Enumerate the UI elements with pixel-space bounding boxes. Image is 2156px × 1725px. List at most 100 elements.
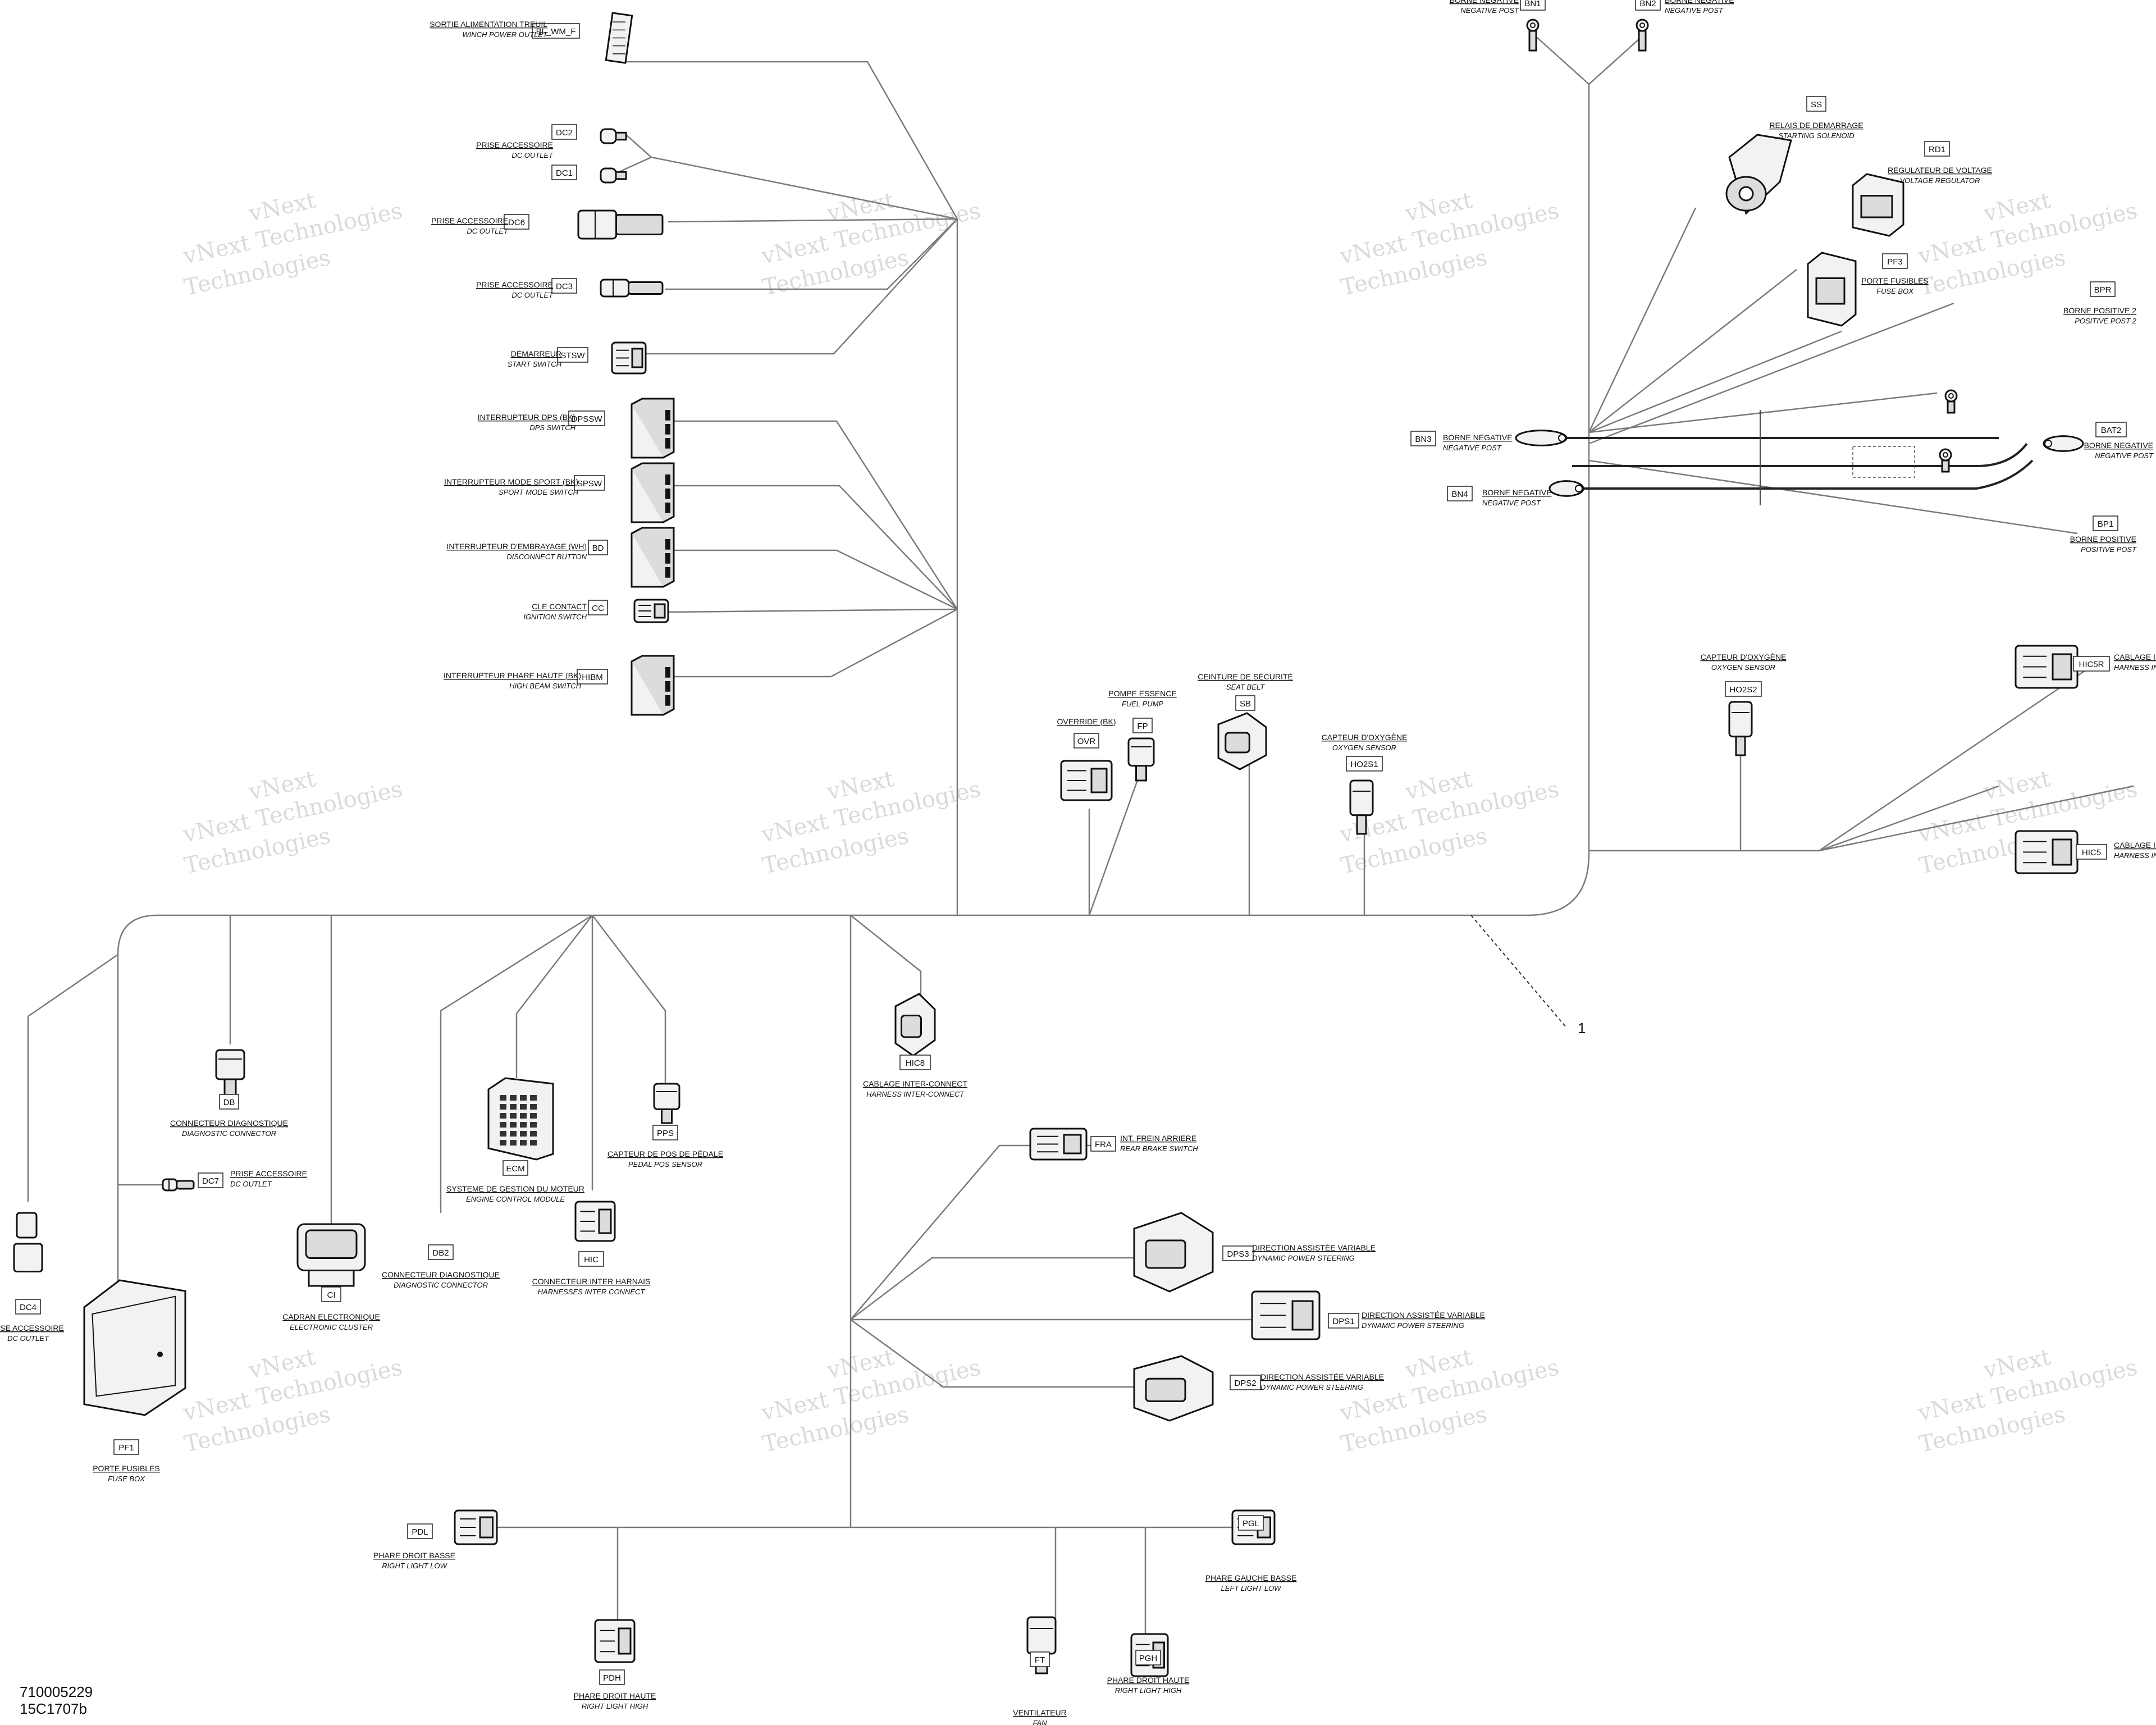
label-french: SORTIE ALIMENTATION TREUIL: [430, 20, 547, 29]
harness-wires: [27, 33, 2134, 1651]
dc4-connector-icon: [13, 1212, 43, 1272]
label-french: DIRECTION ASSISTÉE VARIABLE: [1362, 1311, 1485, 1320]
rd1-connector-icon: [1852, 173, 1904, 237]
label-english: LEFT LIGHT LOW: [1221, 1584, 1282, 1592]
ecm-connector-icon: [487, 1077, 554, 1161]
pf3-tag: PF3: [1882, 253, 1908, 269]
connector-code: DC3: [556, 282, 573, 291]
bat2-connector-icon: [2043, 435, 2084, 452]
bd-connector-icon: [631, 527, 675, 588]
label-english: DISCONNECT BUTTON: [506, 553, 587, 561]
label-french: BORNE NEGATIVE: [1450, 0, 1519, 4]
connector-code: HIC8: [906, 1058, 925, 1068]
dps3-connector-icon: [1133, 1212, 1214, 1293]
connector-code: CC: [592, 604, 604, 613]
bn1-tag: BN1: [1520, 0, 1546, 11]
connector-code: BN4: [1451, 490, 1468, 499]
pdh-tag: PDH: [599, 1669, 625, 1685]
label-french: CONNECTEUR INTER HARNAIS: [532, 1277, 651, 1286]
label-english: DYNAMIC POWER STEERING: [1362, 1321, 1464, 1330]
label-french: DÉMARREUR: [511, 349, 561, 358]
label-french: DIRECTION ASSISTÉE VARIABLE: [1260, 1372, 1384, 1381]
connector-code: DC4: [20, 1303, 36, 1312]
ho2s1-connector-icon: [1349, 779, 1374, 835]
connector-code: FT: [1035, 1655, 1045, 1665]
label-english: OXYGEN SENSOR: [1711, 663, 1775, 672]
connector-code: BD: [592, 544, 604, 553]
label-english: HARNESSES INTER CONNECT: [538, 1288, 646, 1296]
connector-code: PF3: [1887, 257, 1903, 267]
rd1-tag: RD1: [1924, 141, 1950, 157]
label-english: RIGHT LIGHT HIGH: [582, 1702, 648, 1710]
label-french: CLE CONTACT: [532, 602, 587, 611]
label-french: PHARE DROIT HAUTE: [1107, 1676, 1190, 1685]
label-french: INTERRUPTEUR D'EMBRAYAGE (WH): [447, 542, 587, 551]
label-french: CABLAGE IN: [2114, 652, 2156, 661]
label-french: BORNE NEGATIVE: [1443, 433, 1512, 442]
connector-code: HIC5: [2082, 848, 2101, 857]
connector-code: BAT2: [2101, 426, 2121, 435]
connector-code: HIBM: [582, 673, 603, 682]
ho2s2-connector-icon: [1728, 701, 1753, 756]
bn2-connector-icon: [1636, 19, 1649, 52]
connector-code: DC2: [556, 128, 573, 138]
sb-tag: SB: [1235, 695, 1255, 711]
label-english: FAN: [1033, 1719, 1047, 1725]
ss-connector-icon: [1725, 134, 1792, 215]
label-french: VENTILATEUR: [1013, 1708, 1066, 1717]
connector-code: RD1: [1929, 145, 1945, 154]
bp1-tag: BP1: [2093, 515, 2118, 531]
connector-code: BPR: [2094, 285, 2112, 295]
label-french: INTERRUPTEUR PHARE HAUTE (BK): [444, 671, 581, 680]
label-english: POSITIVE POST: [2081, 545, 2137, 554]
ho2s2-tag: HO2S2: [1725, 681, 1762, 697]
connector-code: BN3: [1415, 435, 1431, 444]
connector-code: PDH: [603, 1673, 621, 1683]
label-french: CAPTEUR D'OXYGÈNE: [1701, 652, 1787, 661]
label-english: DC OUTLET: [467, 227, 509, 235]
stsw-connector-icon: [611, 341, 647, 375]
label-french: BORNE NEGATIVE: [1482, 488, 1551, 497]
hic8-tag: HIC8: [899, 1055, 931, 1070]
connector-code: HIC: [584, 1255, 599, 1265]
connector-code: HIC5R: [2079, 660, 2104, 669]
db2-tag: DB2: [428, 1244, 454, 1260]
label-english: DC OUTLET: [511, 291, 554, 299]
cc-tag: CC: [588, 600, 608, 615]
hibm-connector-icon: [631, 655, 675, 716]
pf1-tag: PF1: [113, 1439, 139, 1455]
connector-code: HO2S1: [1350, 760, 1378, 769]
connector-code: BN2: [1639, 0, 1656, 8]
label-english: OXYGEN SENSOR: [1332, 743, 1396, 752]
label-french: DIRECTION ASSISTÉE VARIABLE: [1252, 1243, 1376, 1252]
label-french: BORNE POSITIVE: [2070, 535, 2136, 544]
ovr-tag: OVR: [1074, 733, 1099, 749]
connector-code: DB: [223, 1098, 235, 1107]
label-english: IGNITION SWITCH: [523, 613, 587, 621]
label-french: BORNE NEGATIVE: [2084, 441, 2153, 450]
label-french: CONNECTEUR DIAGNOSTIQUE: [382, 1270, 500, 1279]
label-english: NEGATIVE POST: [1443, 444, 1502, 452]
hibm-tag: HIBM: [577, 669, 608, 684]
hic-connector-icon: [574, 1201, 616, 1242]
pf3-connector-icon: [1807, 252, 1857, 327]
label-english: SPORT MODE SWITCH: [499, 488, 579, 496]
dps1-connector-icon: [1251, 1290, 1321, 1340]
hic5-connector-icon: [2015, 830, 2079, 874]
label-english: FUSE BOX: [1876, 287, 1914, 295]
label-english: HIGH BEAM SWITCH: [509, 682, 581, 690]
stsw-tag: STSW: [557, 347, 588, 363]
label-english: DC OUTLET: [511, 151, 554, 159]
connector-code: PGL: [1243, 1519, 1259, 1528]
connector-code: BN1: [1524, 0, 1541, 8]
dps1-tag: DPS1: [1328, 1313, 1359, 1329]
cc-connector-icon: [633, 599, 669, 623]
ho2s1-tag: HO2S1: [1346, 756, 1383, 772]
connector-code: DC6: [508, 218, 525, 227]
label-english: RIGHT LIGHT HIGH: [1115, 1686, 1182, 1695]
part-number: 710005229: [20, 1683, 93, 1700]
label-french: BORNE NEGATIVE: [1665, 0, 1734, 4]
figure-code: 15C1707b: [20, 1700, 87, 1717]
